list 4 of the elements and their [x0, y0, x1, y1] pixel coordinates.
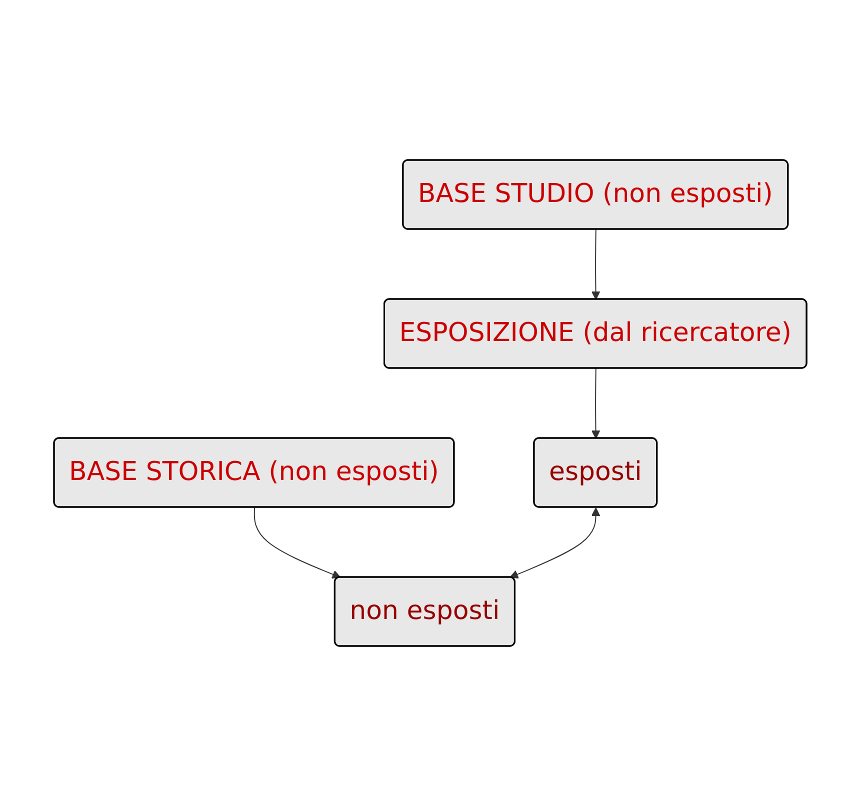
arrow: [591, 368, 600, 439]
arrow: [509, 508, 600, 579]
arrow: [591, 229, 600, 300]
arrow: [254, 507, 341, 579]
